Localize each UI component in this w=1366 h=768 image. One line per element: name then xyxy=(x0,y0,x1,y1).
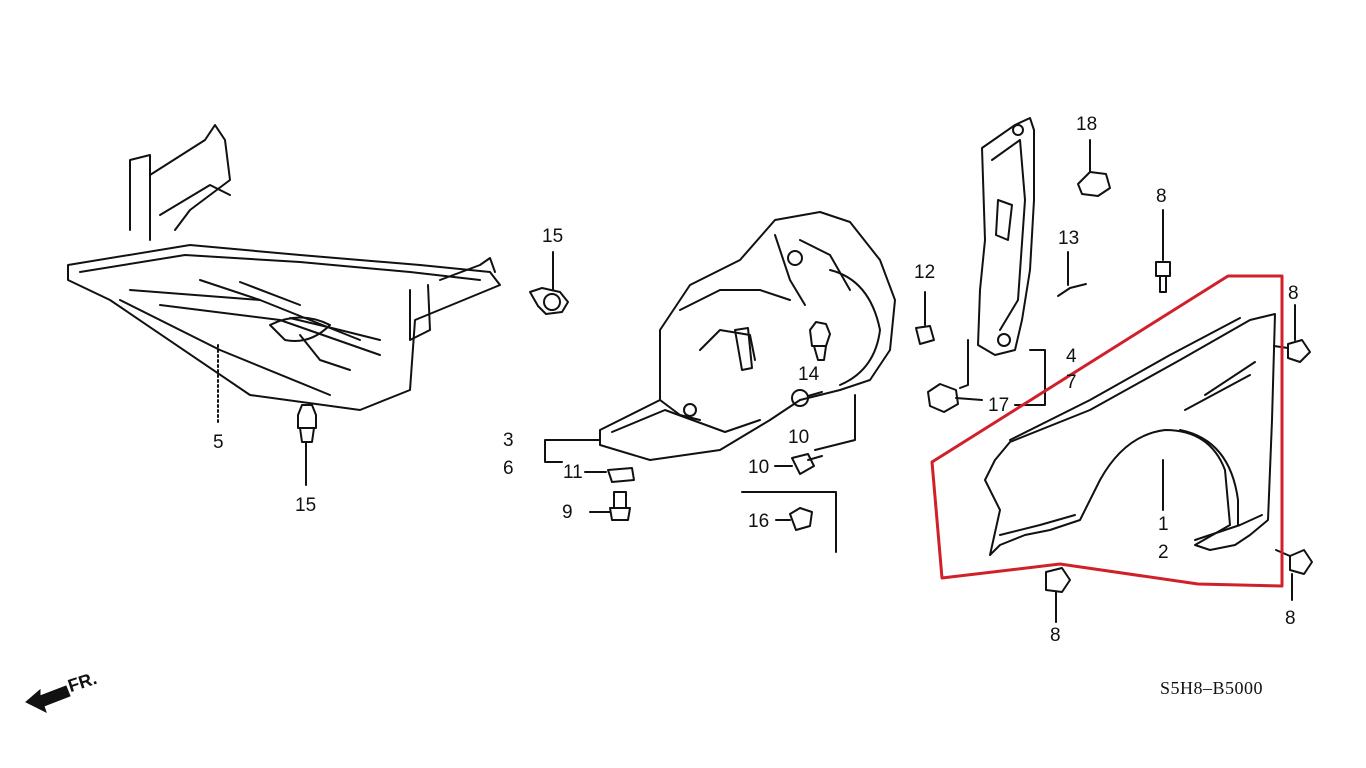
part-label-8-top: 8 xyxy=(1156,186,1167,207)
part-label-10-upper: 10 xyxy=(788,427,810,448)
part-label-8-bottom: 8 xyxy=(1050,625,1061,646)
part-label-1: 1 xyxy=(1158,514,1169,535)
bolt-8-top xyxy=(1155,209,1171,293)
clip-16 xyxy=(741,491,837,553)
part-label-15-upper: 15 xyxy=(542,226,564,247)
bolt-10-upper xyxy=(791,389,823,407)
part-label-6: 6 xyxy=(503,458,514,479)
part-label-12: 12 xyxy=(914,262,936,283)
part-label-5: 5 xyxy=(213,432,224,453)
nut-12 xyxy=(915,291,935,345)
leader-4-7 xyxy=(959,339,969,389)
part-label-8-right-lower: 8 xyxy=(1285,608,1296,629)
clip-15-upper xyxy=(529,251,569,315)
clip-18 xyxy=(1077,139,1111,197)
part-label-15-lower: 15 xyxy=(295,495,317,516)
part-label-3: 3 xyxy=(503,430,514,451)
nut-11 xyxy=(607,467,635,483)
part-label-13: 13 xyxy=(1058,228,1080,249)
bolt-8-right-upper xyxy=(1273,304,1311,363)
diagram-code: S5H8–B5000 xyxy=(1160,678,1264,698)
part-label-8-right-upper: 8 xyxy=(1288,283,1299,304)
front-fender-part xyxy=(984,313,1276,556)
part-label-16: 16 xyxy=(748,511,770,532)
clip-17 xyxy=(927,383,983,413)
part-label-7: 7 xyxy=(1066,372,1077,393)
under-cover-part xyxy=(67,124,501,411)
bolt-10-lower xyxy=(774,453,823,475)
part-label-10-lower: 10 xyxy=(748,457,770,478)
front-direction-arrow-icon xyxy=(25,685,71,713)
part-label-18: 18 xyxy=(1076,114,1098,135)
leader-10 xyxy=(814,394,856,451)
bolt-13 xyxy=(1057,283,1087,297)
leader-3-6 xyxy=(544,439,601,463)
bolt-9 xyxy=(589,491,631,521)
inner-fender-part xyxy=(599,211,896,461)
clip-14 xyxy=(809,321,831,361)
part-label-4: 4 xyxy=(1066,346,1077,367)
part-label-9: 9 xyxy=(562,502,573,523)
bolt-8-bottom xyxy=(1045,567,1071,623)
leader-4-7-right xyxy=(1014,349,1046,406)
clip-15-lower xyxy=(297,404,317,486)
part-label-2: 2 xyxy=(1158,542,1169,563)
fender-bracket-part xyxy=(977,117,1035,356)
part-label-17: 17 xyxy=(988,395,1010,416)
part-label-14: 14 xyxy=(798,364,820,385)
fender-highlight-box xyxy=(930,274,1284,588)
part-label-11: 11 xyxy=(563,462,583,483)
